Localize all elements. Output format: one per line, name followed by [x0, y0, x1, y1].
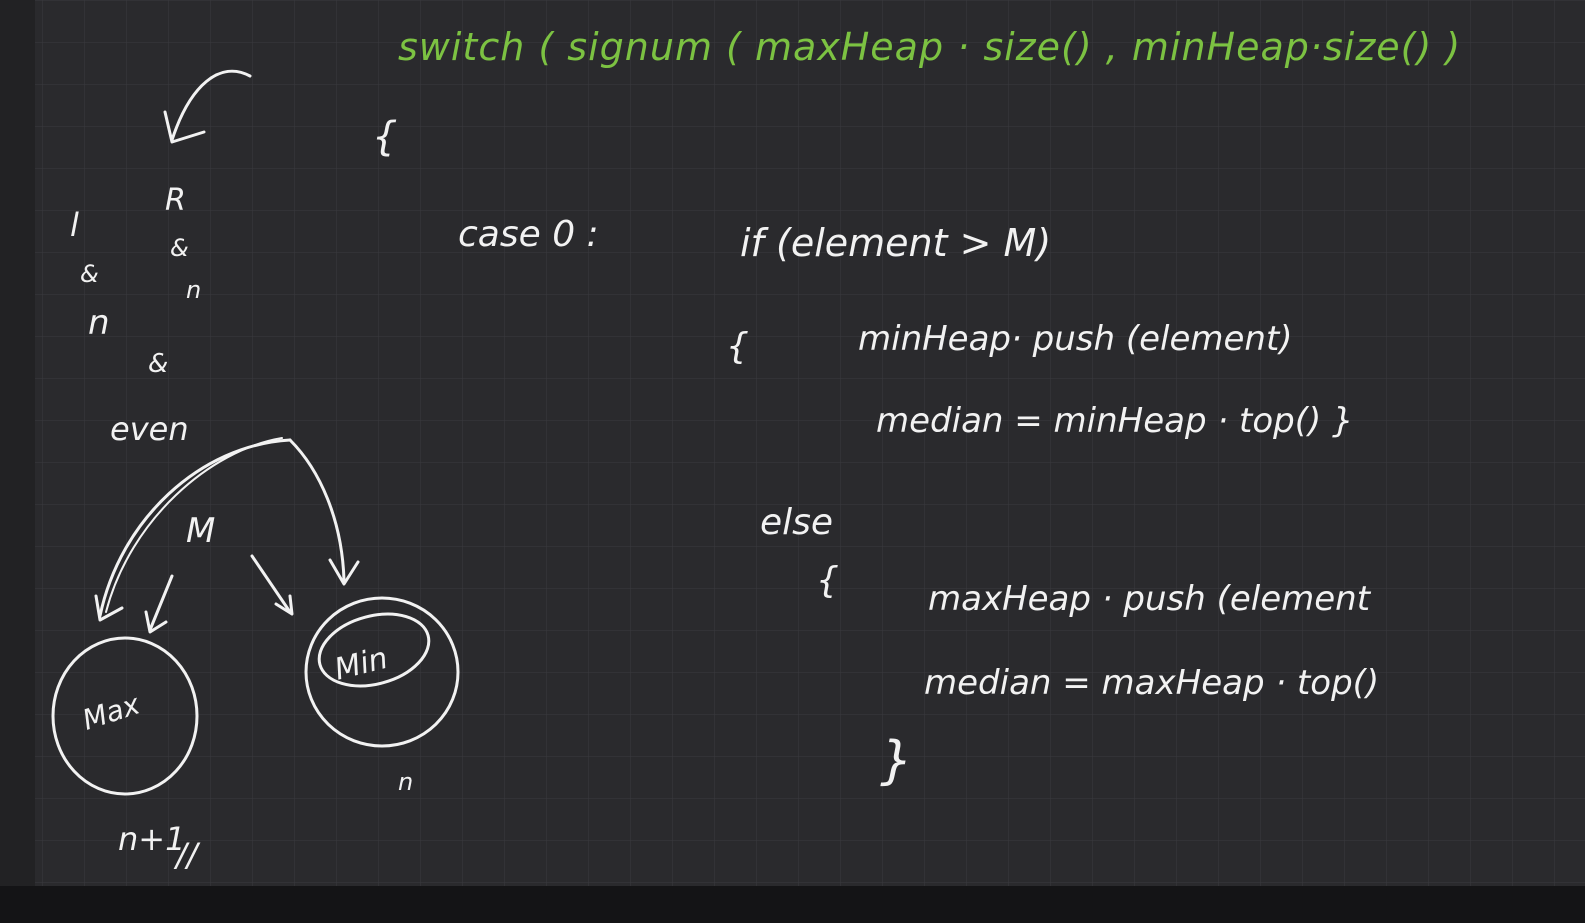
maxheap-push-line: maxHeap · push (element — [928, 579, 1372, 619]
right-ampersand: & — [170, 234, 189, 262]
right-letter-n: n — [186, 276, 201, 304]
left-ampersand: & — [80, 260, 99, 288]
if-open-brace: { — [726, 326, 749, 367]
arc-arrow-left-head-icon — [94, 594, 124, 622]
arc-arrow-right — [288, 438, 346, 582]
min-heap-outer-circle — [304, 596, 460, 748]
minheap-push-line: minHeap· push (element) — [858, 319, 1293, 359]
case-label: case 0 : — [458, 214, 599, 255]
arrow-m-to-max-head-icon — [144, 610, 168, 634]
switch-statement: switch ( signum ( maxHeap · size() , min… — [398, 25, 1461, 69]
double-slash-mark: // — [173, 836, 201, 874]
arc-arrow-left-second — [105, 437, 283, 613]
else-open-brace: { — [816, 560, 839, 601]
left-edge-shadow — [0, 0, 35, 923]
left-letter-n: n — [88, 303, 110, 343]
median-minheap-line: median = minHeap · top() } — [876, 401, 1354, 441]
curved-arrow-head-icon — [163, 110, 206, 144]
if-condition: if (element > M) — [740, 221, 1051, 265]
curved-arrow-icon — [170, 69, 252, 142]
arrow-m-to-max — [148, 574, 174, 632]
min-size-n: n — [398, 768, 413, 796]
median-maxheap-line: median = maxHeap · top() — [924, 663, 1379, 703]
arc-arrow-right-head-icon — [328, 558, 360, 586]
bottom-bar — [0, 886, 1585, 923]
right-letter-r: R — [165, 183, 186, 218]
arrow-m-to-min-head-icon — [274, 594, 294, 616]
arrow-m-to-min — [250, 554, 292, 614]
switch-open-brace: { — [372, 114, 397, 160]
left-letter-l: l — [70, 206, 79, 244]
bottom-ampersand: & — [148, 349, 168, 379]
close-brace: } — [880, 731, 913, 791]
else-keyword: else — [760, 502, 833, 543]
max-heap-circle — [51, 636, 199, 796]
median-m-label: M — [186, 511, 215, 551]
max-size-n-plus-one: n+1 — [118, 820, 185, 858]
even-label: even — [110, 410, 189, 448]
min-heap-inner-circle — [317, 612, 431, 688]
